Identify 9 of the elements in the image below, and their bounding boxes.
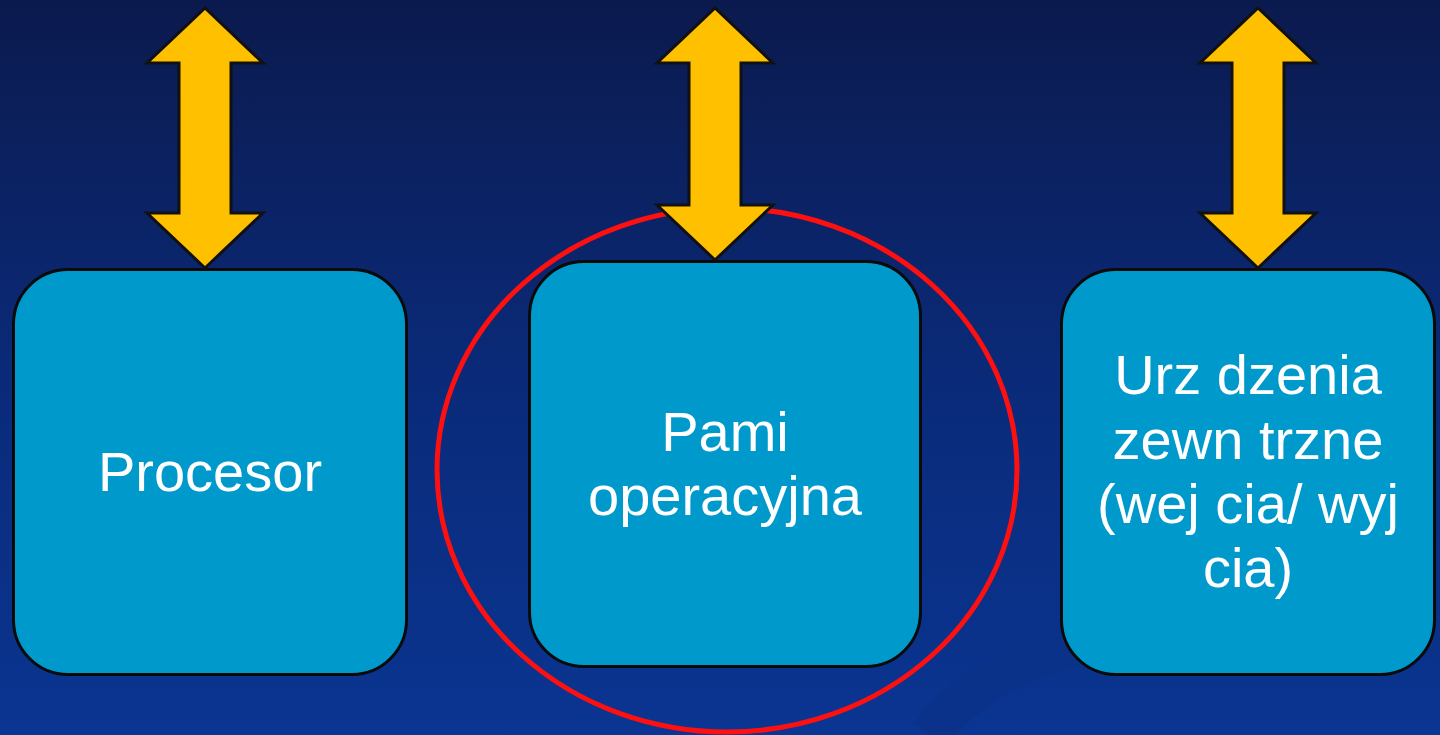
process-box — [1060, 268, 1436, 676]
double-arrow — [143, 5, 267, 271]
double-arrow — [653, 5, 777, 263]
box-label: Urz dzenia zewn trzne (wej cia/ wyj cia) — [1096, 343, 1400, 601]
box-label: Pami operacyjna — [587, 399, 863, 529]
process-box — [12, 268, 408, 676]
box-label: Procesor — [97, 439, 323, 505]
double-arrow — [1196, 5, 1320, 271]
process-box — [528, 260, 922, 668]
